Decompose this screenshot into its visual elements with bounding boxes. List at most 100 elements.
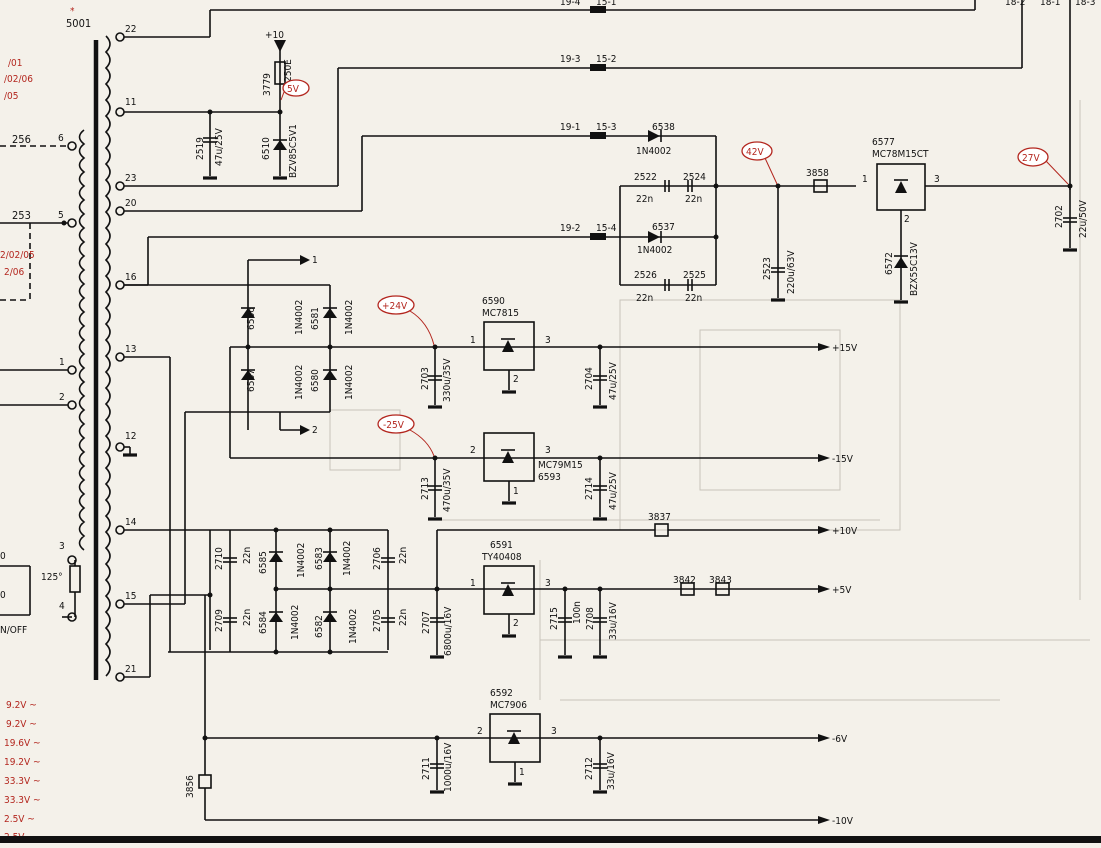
diode-6537-type: 1N4002 — [637, 245, 672, 256]
diode-6585-ref: 6585 — [258, 551, 269, 574]
cap-2526-ref: 2526 — [634, 270, 657, 281]
cap-2706-ref: 2706 — [372, 547, 383, 570]
cap-2713-value: 470u/35V — [442, 468, 453, 512]
svg-text:2: 2 — [513, 618, 519, 629]
cap-2707-value: 6800u/16V — [443, 606, 454, 656]
output-plus-15v: +15V — [832, 343, 858, 354]
version-label-1: /01 — [8, 58, 22, 69]
arrow-label-1: 1 — [312, 255, 318, 266]
cap-2524-value: 22n — [685, 194, 702, 205]
diode-6580-ref: 6580 — [310, 369, 321, 392]
svg-text:3: 3 — [551, 726, 557, 737]
testpoint-3843: 3843 — [709, 575, 732, 586]
testpoint-3837: 3837 — [648, 512, 671, 523]
diode-6537-ref: 6537 — [652, 222, 675, 233]
svg-text:1: 1 — [862, 174, 868, 185]
voltage-list-item: 33.3V ~ — [4, 795, 41, 806]
cap-2711-value: 1000u/16V — [443, 742, 454, 792]
version-label-3: /05 — [4, 91, 18, 102]
net-253: 253 — [12, 209, 31, 222]
connector-18-3: 18-3 — [1075, 0, 1095, 8]
cap-2713-ref: 2713 — [420, 477, 431, 500]
output-minus-10v: -10V — [832, 816, 854, 827]
diode-6572-ref: 6572 — [884, 252, 895, 275]
reg-6591-ref: 6591 — [490, 540, 513, 551]
diode-6580-type: 1N4002 — [344, 365, 355, 400]
svg-text:1: 1 — [470, 335, 476, 346]
diode-6587-type: 1N4002 — [294, 365, 305, 400]
connector-15-4: 15-4 — [596, 223, 617, 234]
svg-text:3: 3 — [545, 335, 551, 346]
primary-side: /01 /02/06 /05 2/02/05 2/06 256 253 125°… — [0, 58, 81, 843]
cap-2523-ref: 2523 — [762, 257, 773, 280]
edge-char-1: 0 — [0, 551, 6, 562]
pin-3: 3 — [59, 541, 65, 552]
supply-label: +10 — [265, 30, 284, 41]
diode-6585-type: 1N4002 — [296, 543, 307, 578]
version-label-4: 2/02/05 — [0, 250, 35, 261]
pin-22: 22 — [125, 24, 136, 35]
cap-2709-ref: 2709 — [214, 609, 225, 632]
cap-2705-ref: 2705 — [372, 609, 383, 632]
pin-2: 2 — [59, 392, 65, 403]
version-label-2: /02/06 — [4, 74, 33, 85]
cap-2704-ref: 2704 — [584, 367, 595, 390]
diode-6587-ref: 6587 — [246, 369, 257, 392]
mark-minus-25v: -25V — [383, 420, 405, 431]
edge-char-2: 0 — [0, 590, 6, 601]
mark-27v: 27V — [1022, 153, 1040, 164]
svg-text:1: 1 — [519, 767, 525, 778]
mark-plus-24v: +24V — [382, 301, 408, 312]
cap-2710-ref: 2710 — [214, 547, 225, 570]
cap-2702-value: 22u/50V — [1078, 199, 1089, 238]
cap-2715-ref: 2715 — [549, 607, 560, 630]
diode-6538-ref: 6538 — [652, 122, 675, 133]
testpoint-3856: 3856 — [185, 775, 196, 798]
diode-6581-ref: 6581 — [310, 307, 321, 330]
cap-2702-ref: 2702 — [1054, 205, 1065, 228]
cap-2711-ref: 2711 — [421, 757, 432, 780]
voltage-list-item: 19.6V ~ — [4, 738, 41, 749]
pin-5: 5 — [58, 210, 64, 221]
svg-text:2: 2 — [513, 374, 519, 385]
pin-11: 11 — [125, 97, 136, 108]
diode-6586-type: 1N4002 — [294, 300, 305, 335]
diode-6582-ref: 6582 — [314, 615, 325, 638]
version-label-5: 2/06 — [4, 267, 24, 278]
testpoint-3842: 3842 — [673, 575, 696, 586]
diode-6584-type: 1N4002 — [290, 605, 301, 640]
connector-19-1: 19-1 — [560, 122, 580, 133]
reg-6590-ref: 6590 — [482, 296, 505, 307]
cap-2712-ref: 2712 — [584, 757, 595, 780]
transformer: 5001 * 22 11 23 20 16 13 1 2 12 14 3 15 … — [58, 6, 137, 682]
diode-6572-type: BZX55C13V — [909, 241, 920, 296]
cap-2709-value: 22n — [242, 609, 253, 626]
output-plus-10v: +10V — [832, 526, 858, 537]
cap-2525-ref: 2525 — [683, 270, 706, 281]
reg-6591-type: TY40408 — [481, 552, 522, 563]
testpoint-3858: 3858 — [806, 168, 829, 179]
cap-2522-ref: 2522 — [634, 172, 657, 183]
cap-2705-value: 22n — [398, 609, 409, 626]
resistor-3779-value: 250E — [283, 59, 294, 82]
connector-19-2: 19-2 — [560, 223, 580, 234]
cap-2715-value: 100n — [572, 601, 583, 624]
cap-2519-value: 47u/25V — [214, 127, 225, 166]
svg-text:3: 3 — [545, 578, 551, 589]
svg-text:2: 2 — [904, 214, 910, 225]
voltage-list: 9.2V ~ 9.2V ~ 19.6V ~ 19.2V ~ 33.3V ~ 33… — [4, 700, 41, 843]
reg-6577-ref: 6577 — [872, 137, 895, 148]
svg-text:3: 3 — [545, 445, 551, 456]
reg-6592-ref: 6592 — [490, 688, 513, 699]
pin-14: 14 — [125, 517, 137, 528]
reg-6577-type: MC78M15CT — [872, 149, 929, 160]
cap-2704-value: 47u/25V — [608, 361, 619, 400]
pin-12: 12 — [125, 431, 136, 442]
diode-6510-type: BZV85C5V1 — [288, 124, 299, 178]
diode-6583-ref: 6583 — [314, 547, 325, 570]
cap-2714-ref: 2714 — [584, 477, 595, 500]
voltage-list-item: 33.3V ~ — [4, 776, 41, 787]
svg-text:2: 2 — [470, 445, 476, 456]
